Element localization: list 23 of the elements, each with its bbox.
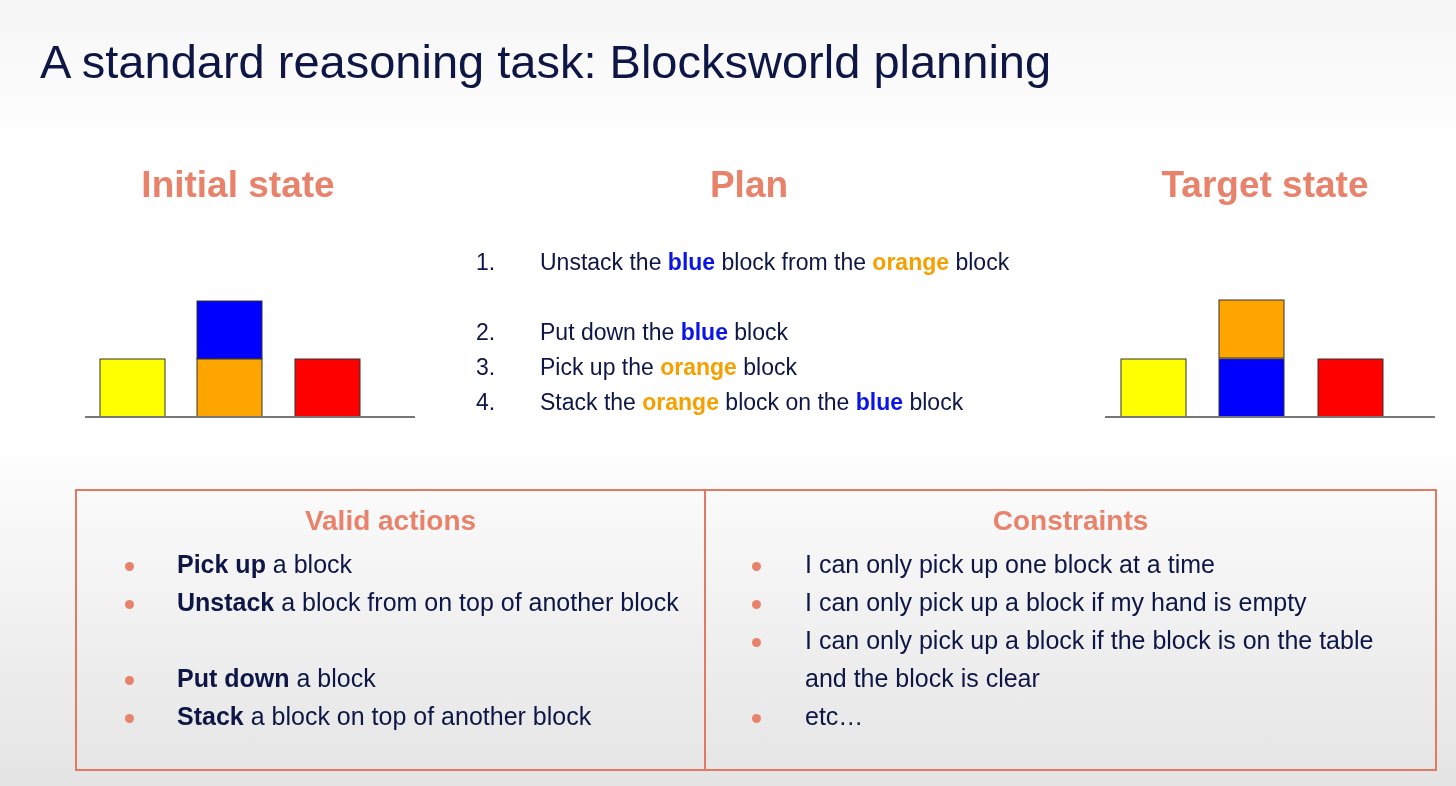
section-heading: Initial state bbox=[141, 164, 335, 206]
panel-heading: Valid actions bbox=[303, 505, 478, 537]
bullet-text: Unstack a block from on top of another block bbox=[177, 587, 680, 618]
section-heading: Target state bbox=[1161, 164, 1369, 206]
bullet-text: Pick up a block bbox=[177, 549, 354, 580]
step-number: 2. bbox=[476, 318, 496, 347]
bullet-text: Stack a block on top of another block bbox=[177, 701, 593, 732]
plan-step: Unstack the blue block from the orange block bbox=[540, 245, 1040, 279]
panel-heading: Constraints bbox=[991, 505, 1150, 537]
section-heading: Plan bbox=[709, 164, 789, 206]
bullet-text: Put down a block bbox=[177, 663, 377, 694]
bullet-text: I can only pick up one block at a time bbox=[805, 549, 1216, 580]
plan-step: Put down the blue block bbox=[540, 315, 1040, 349]
info-panel bbox=[75, 489, 706, 771]
step-number: 1. bbox=[476, 248, 496, 277]
slide-title: A standard reasoning task: Blocksworld planning bbox=[40, 34, 1052, 89]
step-number: 3. bbox=[476, 353, 496, 382]
plan-step: Stack the orange block on the blue block bbox=[540, 385, 1040, 419]
bullet-text: etc… bbox=[805, 701, 865, 732]
info-panel bbox=[704, 489, 1437, 771]
plan-step: Pick up the orange block bbox=[540, 350, 1040, 384]
bullet-text: I can only pick up a block if my hand is empty bbox=[805, 587, 1308, 618]
step-number: 4. bbox=[476, 388, 496, 417]
